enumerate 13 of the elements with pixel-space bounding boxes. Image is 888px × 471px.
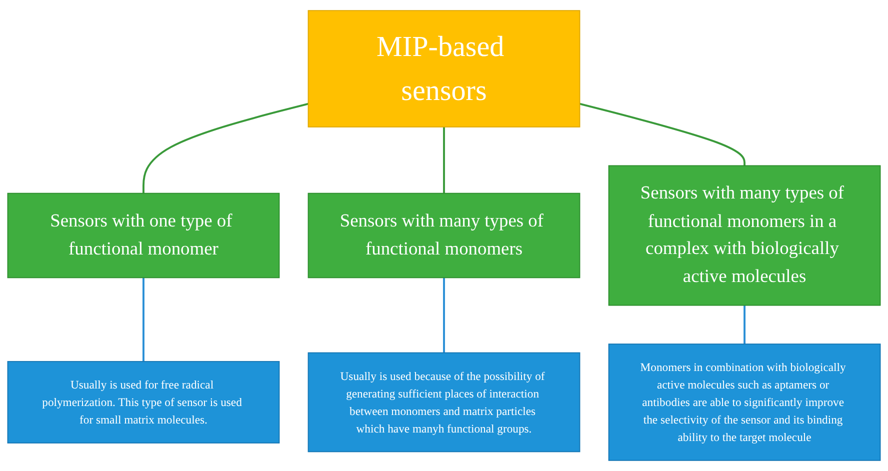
node-box: Sensors with many types of functional monomers in a complex with biologically active molecules: [608, 165, 881, 306]
connector: [443, 278, 445, 353]
node-box: MIP-based sensors: [308, 10, 580, 128]
connector: [744, 305, 746, 344]
connector: [579, 102, 746, 166]
node-box: Sensors with many types of functional monomers: [308, 192, 580, 278]
node-box: Sensors with one type of functional monomer: [7, 192, 280, 278]
node-box: Monomers in combination with biologically active molecules such as aptamers or antibodies are able to significantly improve the selectivity of the sensor and its binding ability to the target molecule: [608, 344, 881, 461]
connector: [142, 278, 144, 362]
connector: [142, 102, 309, 194]
connector: [443, 126, 445, 194]
node-box: Usually is used because of the possibility of generating sufficient places of interaction between monomers and matrix particles which have manyh functional groups.: [308, 352, 580, 452]
node-box: Usually is used for free radical polymerization. This type of sensor is used for small matrix molecules.: [7, 361, 280, 444]
